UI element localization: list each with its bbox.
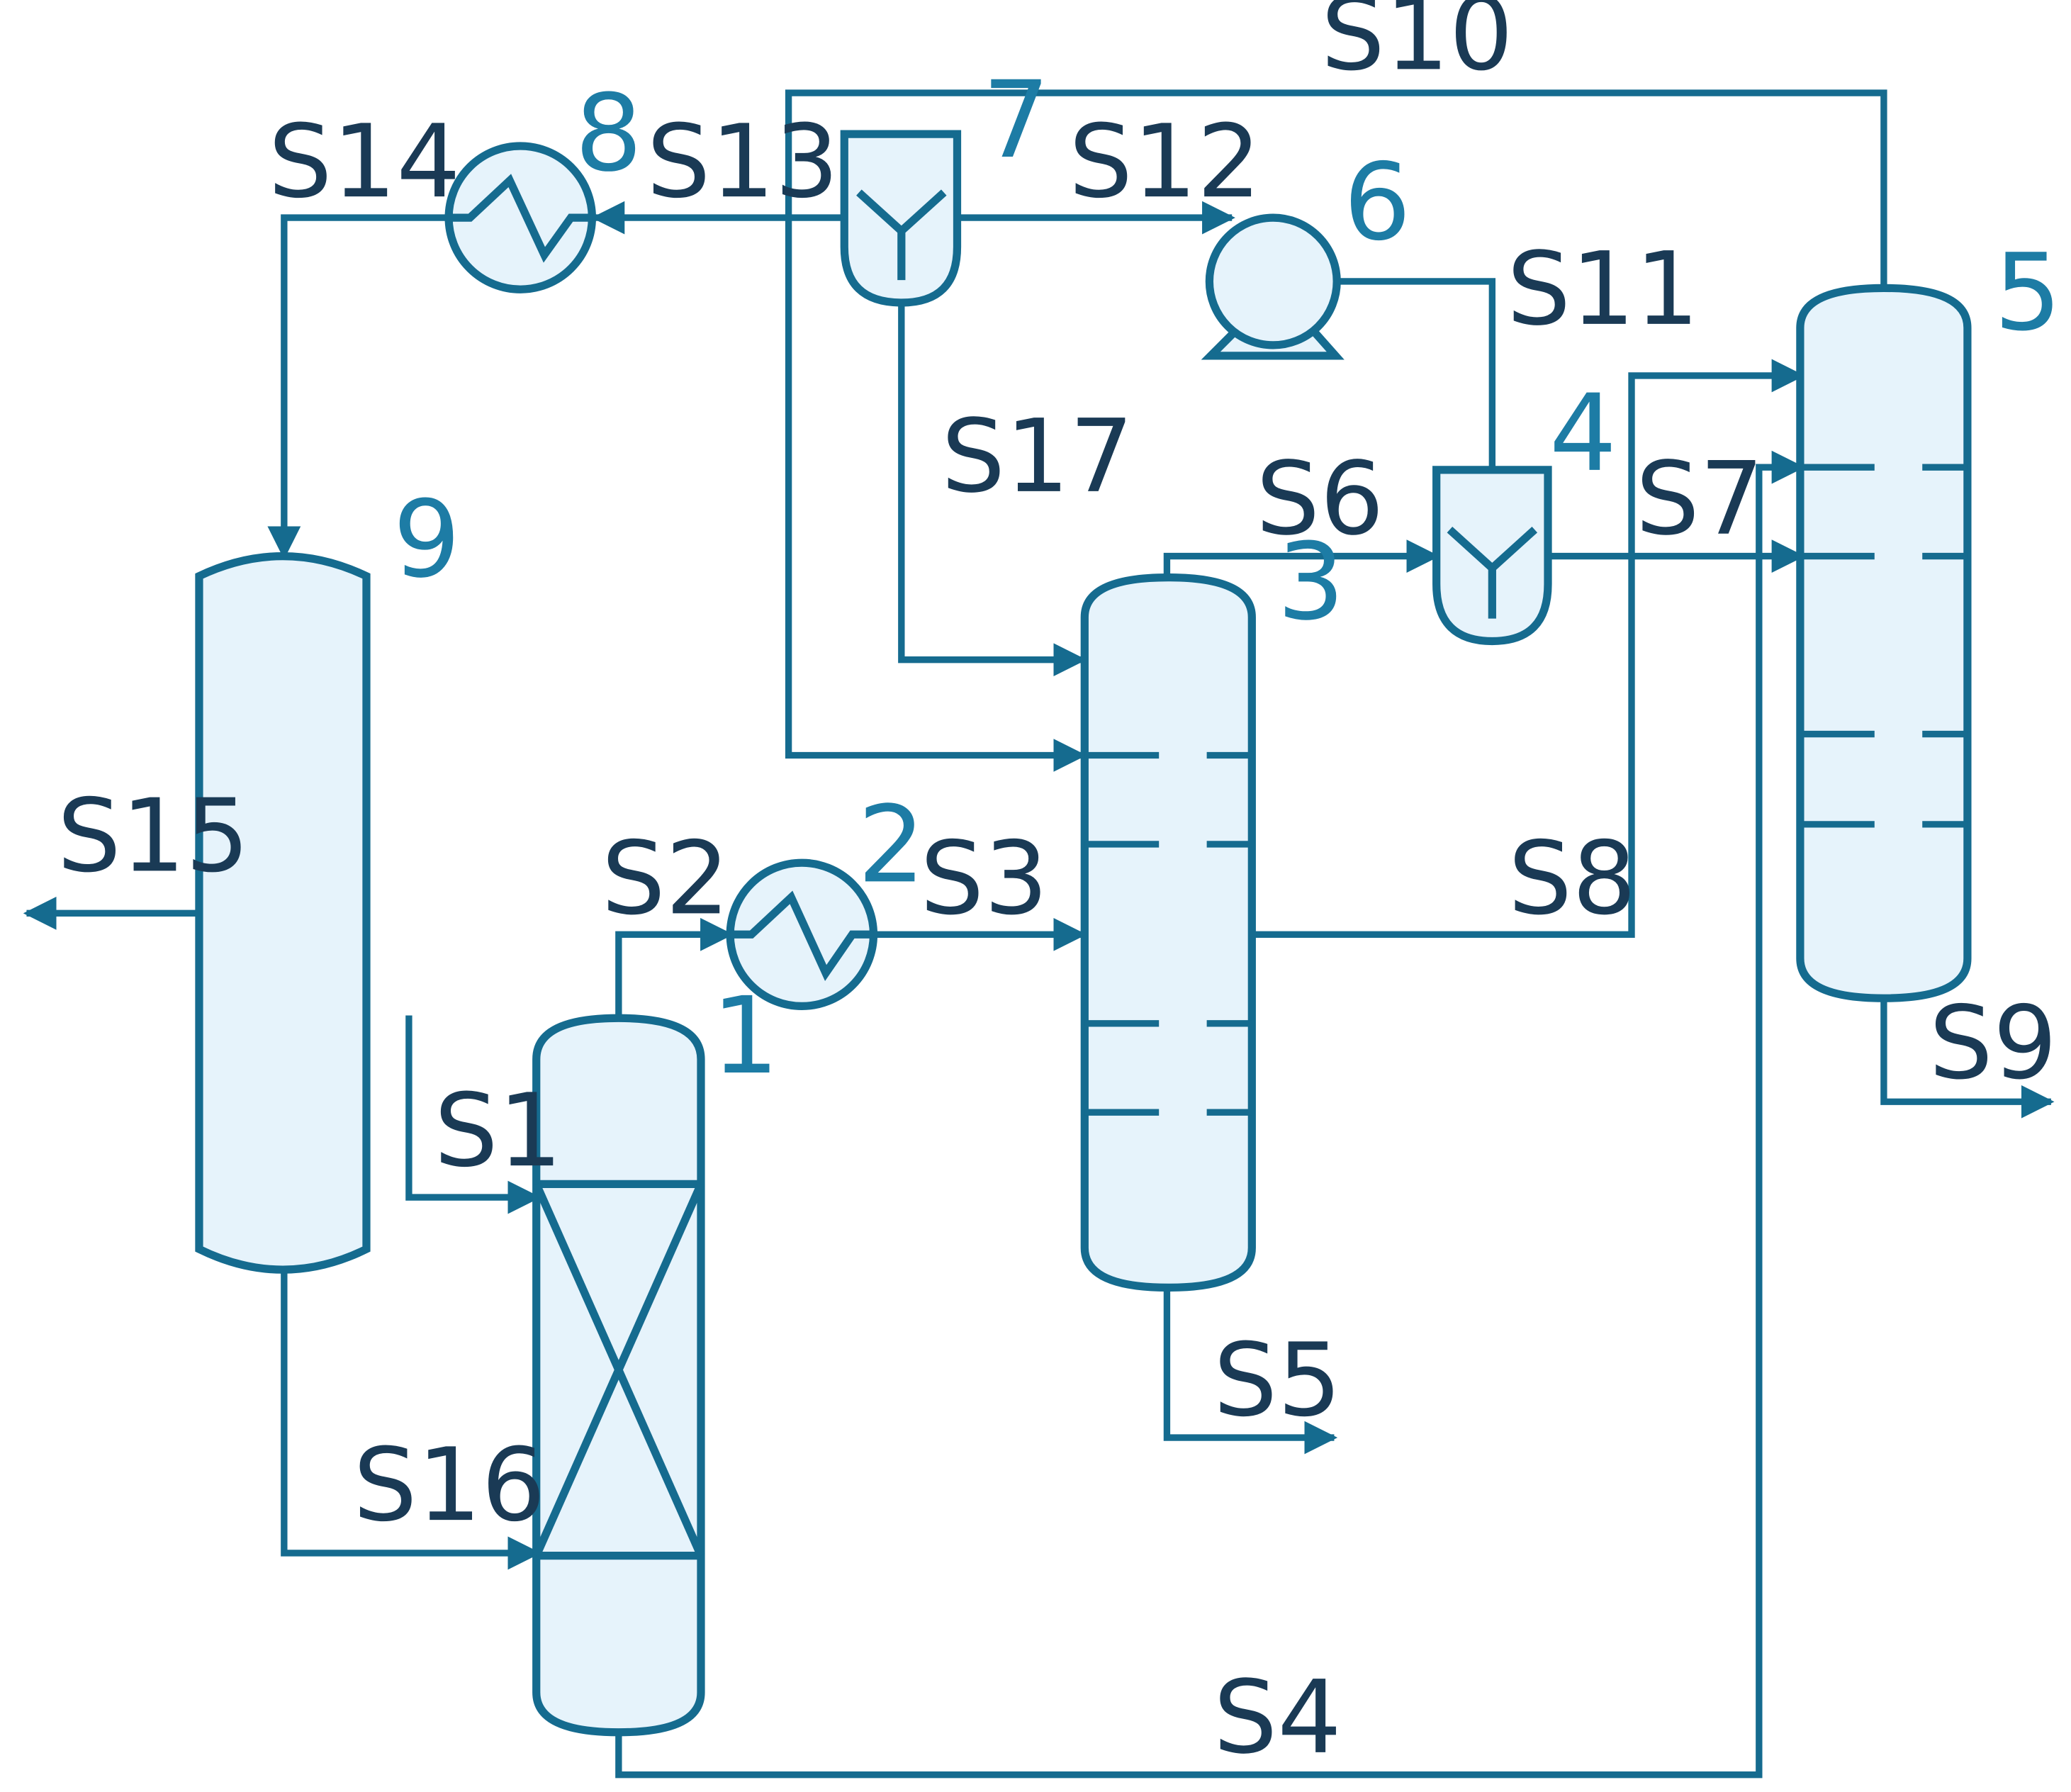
equipment-number-8: 8 [575,72,642,196]
stream-label-s15: S15 [57,777,249,895]
separator-7 [840,130,962,307]
stream-label-s17: S17 [941,398,1133,515]
stream-s14-line [267,214,449,560]
separator-4 [1432,466,1552,646]
stream-label-s3: S3 [920,819,1048,937]
stream-s9-line [1880,998,2055,1119]
stream-s5-line [1163,1287,1338,1455]
stream-label-s9: S9 [1929,985,2058,1102]
stream-label-s13: S13 [646,103,838,220]
column-3 [1080,573,1256,1292]
stream-label-s14: S14 [268,103,460,220]
stream-s2-line [615,917,734,1019]
stream-label-s5: S5 [1213,1321,1342,1439]
stream-s4-line [615,450,1805,1779]
equipment-number-3: 3 [1277,521,1345,644]
stream-s10-line [785,89,1887,772]
stream-label-s2: S2 [602,819,730,937]
equipment-number-4: 4 [1549,372,1617,495]
equipment-number-2: 2 [858,783,925,907]
stream-labels: S1 S2 S3 S4 S5 S6 S7 S8 S9 S10 S11 S12 S… [57,0,2058,1776]
heat-exchanger-8 [444,142,597,293]
pump-6 [1201,213,1345,360]
stream-label-s11: S11 [1507,230,1699,348]
stream-label-s10: S10 [1321,0,1513,93]
stream-label-s1: S1 [434,1072,562,1189]
stream-s8-line [1252,359,1805,938]
equipment-number-9: 9 [393,478,460,602]
equipment-numbers: 1 2 3 4 5 6 7 8 9 [393,59,2061,1098]
equipment-number-5: 5 [1994,231,2061,354]
heat-exchanger-2 [726,858,878,1011]
stream-label-s12: S12 [1069,103,1261,220]
equipment-number-7: 7 [982,59,1050,182]
equipment-number-6: 6 [1344,141,1411,264]
stream-label-s8: S8 [1508,819,1637,937]
stream-lines [23,89,2055,1779]
stream-s11-line [1271,264,1496,470]
stream-label-s7: S7 [1636,440,1764,558]
stream-label-s4: S4 [1213,1659,1342,1776]
column-5 [1796,284,1972,1002]
stream-s1-line [405,1015,541,1214]
reactor-1 [532,1014,705,1737]
column-9 [195,552,371,1274]
equipment-number-1: 1 [712,975,779,1098]
stream-s16-line [281,1270,541,1570]
stream-label-s16: S16 [353,1426,545,1544]
stream-s17-line [898,302,1087,677]
stream-label-s6: S6 [1256,440,1384,558]
stream-s6-line [1163,539,1440,578]
